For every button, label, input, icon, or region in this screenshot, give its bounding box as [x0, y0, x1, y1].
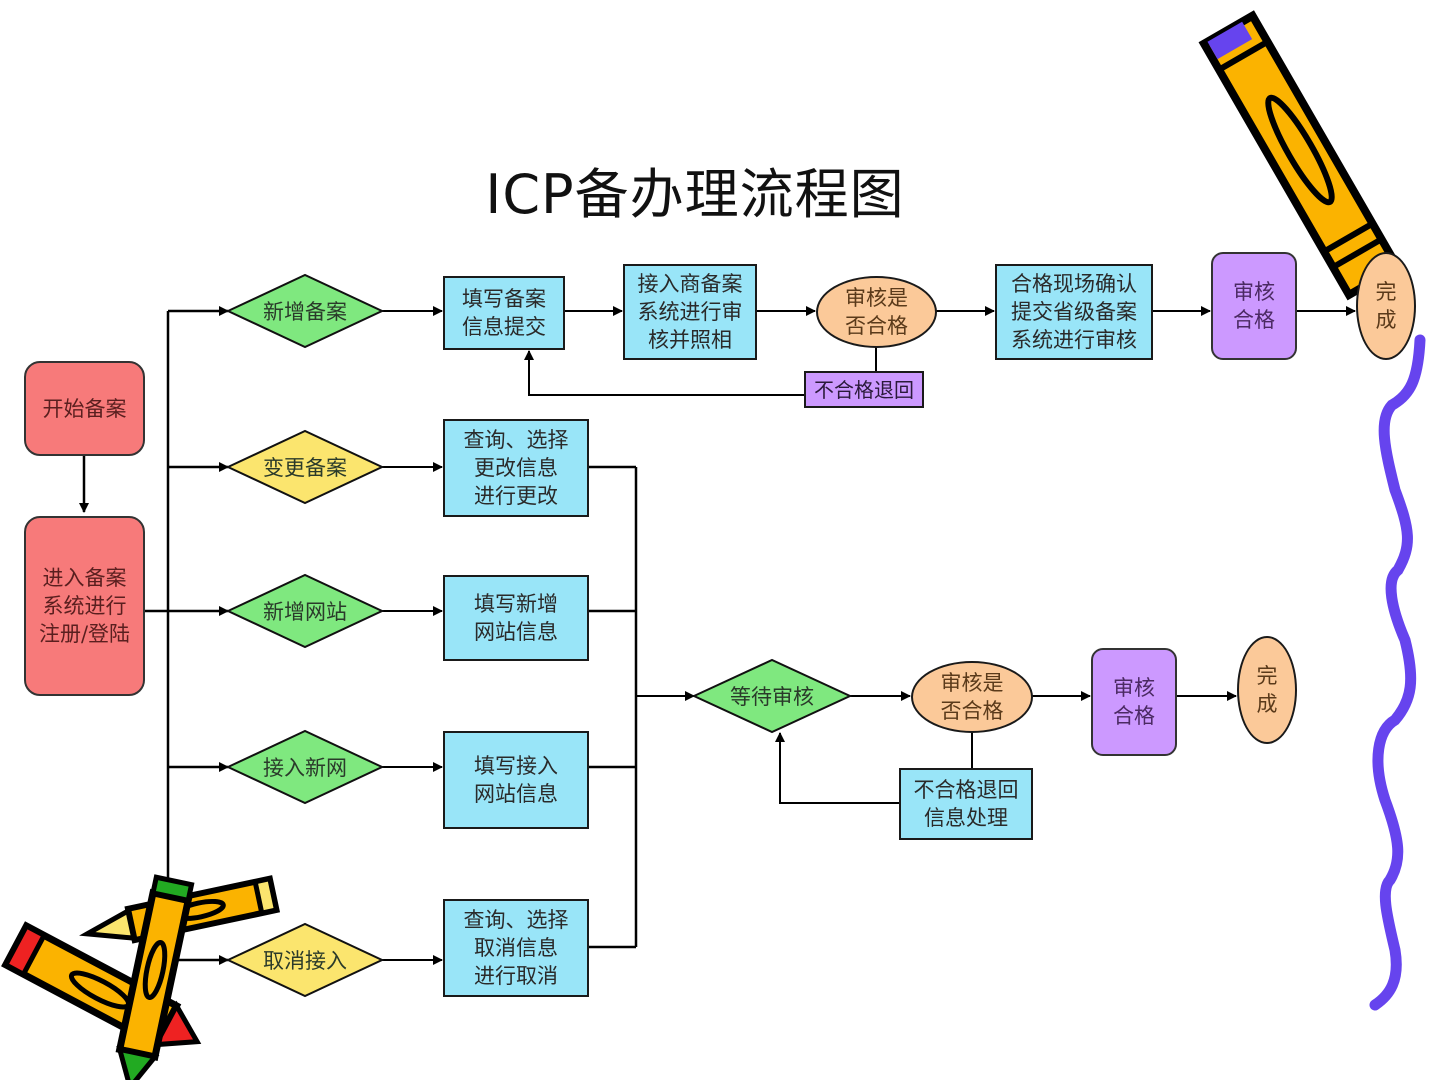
start-filing-node[interactable]: 开始备案 [24, 361, 145, 456]
decision-change-filing[interactable] [225, 429, 385, 505]
decision-label: 接入新网 [263, 756, 347, 780]
decision-new-access[interactable] [225, 729, 385, 805]
step-cancel-info[interactable]: 查询、选择 取消信息 进行取消 [443, 899, 589, 997]
bottom-approved-node[interactable]: 审核 合格 [1091, 648, 1177, 756]
squiggle-decoration [1369, 334, 1426, 1011]
onsite-confirm-node[interactable]: 合格现场确认 提交省级备案 系统进行审核 [995, 264, 1153, 360]
step-new-website-info[interactable]: 填写新增 网站信息 [443, 575, 589, 661]
bottom-done-node[interactable]: 完 成 [1237, 636, 1297, 744]
top-done-node[interactable]: 完 成 [1356, 252, 1416, 360]
decision-label: 变更备案 [263, 456, 347, 480]
pencil-top-right-decoration [1198, 10, 1403, 301]
decision-label: 取消接入 [263, 949, 347, 973]
left-spine-connectors [79, 306, 229, 965]
decision-label: 新增网站 [263, 600, 347, 624]
decision-new-filing[interactable] [225, 273, 385, 349]
bottom-flow-connectors [636, 691, 1237, 804]
pencils-bottom-left-decoration [1, 874, 281, 1080]
decision-new-website[interactable] [225, 573, 385, 649]
step-access-website-info[interactable]: 填写接入 网站信息 [443, 731, 589, 829]
decision-wait-review[interactable] [691, 658, 853, 734]
login-system-node[interactable]: 进入备案 系统进行 注册/登陆 [24, 516, 145, 696]
provider-review-node[interactable]: 接入商备案 系统进行审 核并照相 [623, 264, 757, 360]
bottom-check-node[interactable]: 审核是 否合格 [911, 661, 1033, 733]
top-reject-node[interactable]: 不合格退回 [804, 371, 924, 408]
bottom-reject-node[interactable]: 不合格退回 信息处理 [899, 768, 1033, 840]
step-fill-filing-info[interactable]: 填写备案 信息提交 [443, 276, 565, 350]
branch-arrows [382, 306, 443, 965]
decision-label: 新增备案 [263, 300, 347, 324]
step-change-info[interactable]: 查询、选择 更改信息 进行更改 [443, 419, 589, 517]
merge-bus-connectors [588, 465, 638, 949]
decision-cancel-access[interactable] [225, 922, 385, 998]
page-title: ICP备办理流程图 [485, 163, 905, 226]
top-flow-connectors [524, 306, 1356, 396]
top-check-node[interactable]: 审核是 否合格 [816, 276, 937, 348]
decision-label: 等待审核 [730, 685, 814, 709]
top-approved-node[interactable]: 审核 合格 [1211, 252, 1297, 360]
